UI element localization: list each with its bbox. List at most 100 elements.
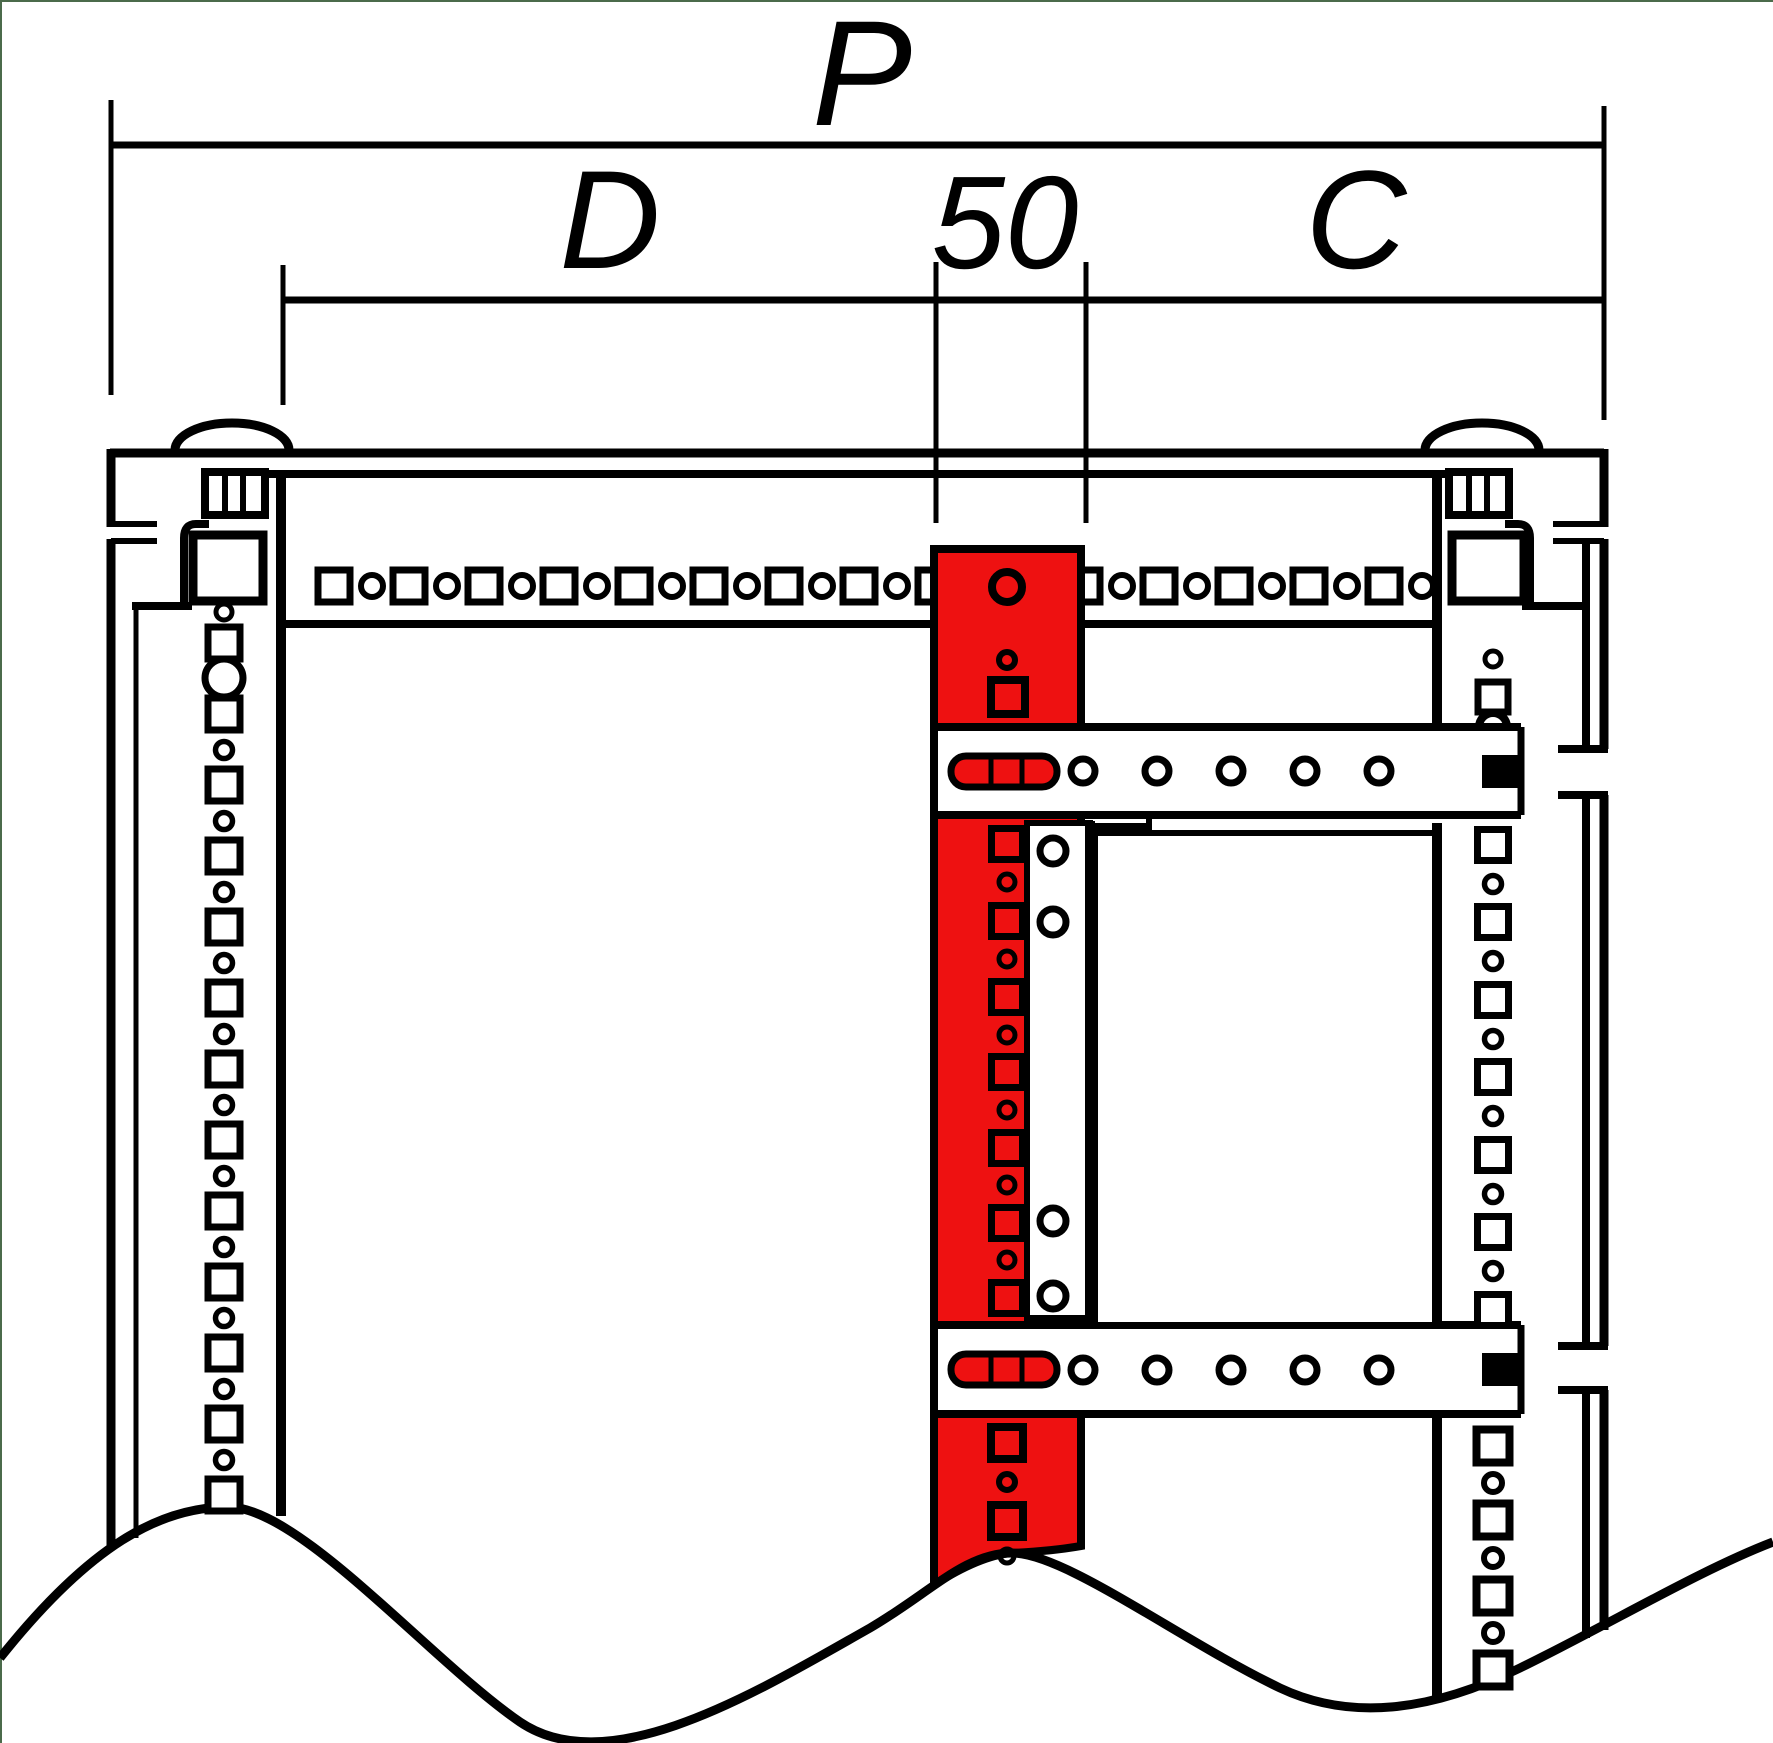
hole-square bbox=[1472, 1425, 1514, 1467]
hole-circle bbox=[996, 1174, 1018, 1196]
dim-label-p: P bbox=[812, 0, 912, 157]
hole-circle bbox=[212, 1022, 236, 1046]
hole-circle bbox=[996, 871, 1018, 893]
hole-square bbox=[204, 1049, 244, 1089]
hole-circle bbox=[1289, 755, 1321, 787]
hole-square bbox=[988, 978, 1026, 1016]
hole-square bbox=[614, 566, 654, 606]
hole-circle bbox=[1036, 1204, 1070, 1238]
hole-circle bbox=[212, 738, 236, 762]
hole-square bbox=[1472, 1649, 1514, 1691]
right-frame bbox=[1432, 449, 1609, 1698]
hole-square bbox=[204, 1333, 244, 1373]
lower-rail-slot bbox=[947, 1350, 1061, 1389]
right-upright-hole-column-top bbox=[1474, 648, 1512, 716]
hole-circle bbox=[996, 1099, 1018, 1121]
hole-circle bbox=[1408, 572, 1436, 600]
hole-circle bbox=[212, 880, 236, 904]
hole-square bbox=[1474, 981, 1512, 1019]
upper-rail-slot bbox=[947, 752, 1061, 791]
hole-circle bbox=[1481, 1182, 1505, 1206]
hole-square bbox=[1214, 566, 1254, 606]
hole-circle bbox=[508, 572, 536, 600]
hole-circle bbox=[1363, 1354, 1395, 1386]
hole-circle bbox=[201, 655, 247, 701]
red-profile-large-hole bbox=[988, 568, 1026, 606]
hole-circle bbox=[1141, 755, 1173, 787]
top-rail-hole-row bbox=[314, 566, 1436, 606]
hole-square bbox=[204, 1191, 244, 1231]
hole-circle bbox=[1363, 755, 1395, 787]
right-corner-post bbox=[1445, 468, 1513, 519]
hole-circle bbox=[1108, 572, 1136, 600]
hole-circle bbox=[1067, 1354, 1099, 1386]
hole-square bbox=[1474, 1213, 1512, 1251]
hole-circle bbox=[1258, 572, 1286, 600]
hole-circle bbox=[1141, 1354, 1173, 1386]
hole-square bbox=[1364, 566, 1404, 606]
hole-circle bbox=[212, 1235, 236, 1259]
hole-circle bbox=[1036, 834, 1070, 868]
hole-circle bbox=[1481, 949, 1505, 973]
hole-square bbox=[1289, 566, 1329, 606]
hole-circle bbox=[212, 1377, 236, 1401]
left-frame bbox=[106, 449, 286, 1548]
break-wave-line bbox=[0, 1502, 1773, 1743]
hole-circle bbox=[1215, 755, 1247, 787]
hole-circle bbox=[733, 572, 761, 600]
dim-label-50: 50 bbox=[932, 149, 1079, 296]
left-corner-bracket bbox=[180, 520, 209, 604]
hole-square bbox=[1474, 903, 1512, 941]
red-profile-square-hole bbox=[987, 1423, 1027, 1463]
upper-rail-holes bbox=[1067, 755, 1395, 787]
hole-square bbox=[1474, 1291, 1512, 1329]
hole-square bbox=[539, 566, 579, 606]
hole-circle bbox=[583, 572, 611, 600]
hole-circle bbox=[1481, 1027, 1505, 1051]
hole-square bbox=[204, 765, 244, 805]
hole-circle bbox=[1183, 572, 1211, 600]
hole-square bbox=[839, 566, 879, 606]
hole-circle bbox=[1482, 648, 1504, 670]
hole-square bbox=[988, 1204, 1026, 1242]
red-profile-square-hole bbox=[987, 1501, 1027, 1541]
hole-square bbox=[1474, 1136, 1512, 1174]
hole-circle bbox=[1481, 872, 1505, 896]
right-dome-bump bbox=[1420, 418, 1544, 451]
bolt-strip bbox=[1024, 820, 1093, 1321]
left-dome-bump bbox=[170, 418, 294, 451]
hole-circle bbox=[1036, 905, 1070, 939]
hole-circle bbox=[1481, 1621, 1505, 1645]
red-profile-small-hole bbox=[996, 1471, 1018, 1493]
hole-square bbox=[204, 1475, 244, 1515]
hole-circle bbox=[996, 1249, 1018, 1271]
hole-square bbox=[1474, 678, 1512, 716]
hole-circle bbox=[808, 572, 836, 600]
left-upright-hole-column bbox=[201, 601, 247, 1515]
hole-circle bbox=[433, 572, 461, 600]
hole-square bbox=[1474, 826, 1512, 864]
hole-square bbox=[988, 1279, 1026, 1317]
right-upright-hole-column-mid bbox=[1474, 826, 1512, 1329]
hole-square bbox=[1474, 1058, 1512, 1096]
hole-square bbox=[204, 694, 244, 734]
red-profile-small-hole bbox=[996, 649, 1018, 671]
hole-square bbox=[204, 1404, 244, 1444]
hole-square bbox=[988, 825, 1026, 863]
hole-square bbox=[204, 836, 244, 876]
hole-circle bbox=[212, 1306, 236, 1330]
left-corner-post bbox=[201, 468, 269, 519]
upper-mounting-rail bbox=[934, 723, 1525, 819]
lower-rail-holes bbox=[1067, 1354, 1395, 1386]
hole-circle bbox=[1036, 1279, 1070, 1313]
upper-rail-end-cap bbox=[1482, 755, 1519, 788]
right-corner-square-hole bbox=[1447, 530, 1529, 606]
hole-square bbox=[204, 907, 244, 947]
hole-circle bbox=[1481, 1259, 1505, 1283]
lower-rail-end-cap bbox=[1482, 1353, 1519, 1386]
hole-square bbox=[314, 566, 354, 606]
right-corner-bracket bbox=[1505, 520, 1534, 604]
hole-square bbox=[204, 1262, 244, 1302]
hole-circle bbox=[658, 572, 686, 600]
